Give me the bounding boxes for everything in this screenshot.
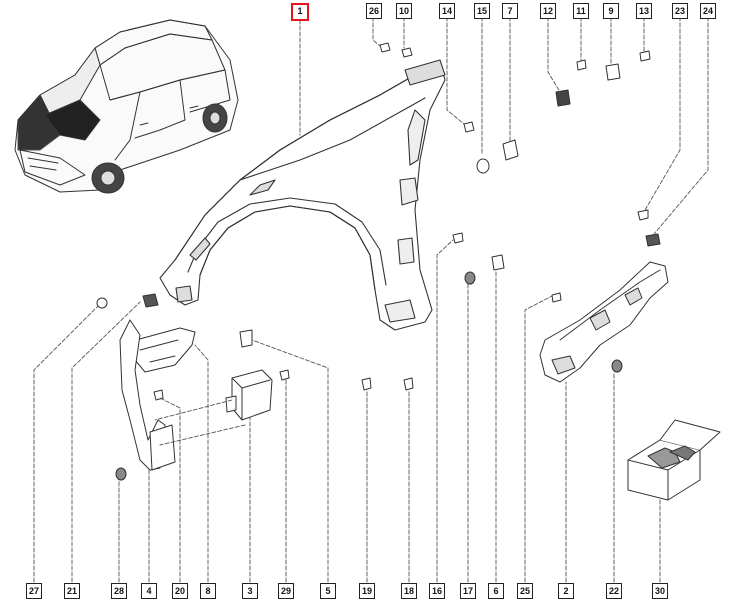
callout-17[interactable]: 17 [460,583,476,599]
callout-5[interactable]: 5 [320,583,336,599]
callout-24[interactable]: 24 [700,3,716,19]
front-brackets-illustration [119,319,273,471]
fastener-clips [96,42,661,481]
callout-30[interactable]: 30 [652,583,668,599]
callout-11[interactable]: 11 [573,3,589,19]
callout-21[interactable]: 21 [64,583,80,599]
callout-22[interactable]: 22 [606,583,622,599]
callout-14[interactable]: 14 [439,3,455,19]
callout-13[interactable]: 13 [636,3,652,19]
callout-10[interactable]: 10 [396,3,412,19]
front-fender-illustration [159,59,446,331]
callout-16[interactable]: 16 [429,583,445,599]
callout-23[interactable]: 23 [672,3,688,19]
callout-2[interactable]: 2 [558,583,574,599]
callout-26[interactable]: 26 [366,3,382,19]
callout-29[interactable]: 29 [278,583,294,599]
rear-bracket-illustration [539,261,669,383]
callout-27[interactable]: 27 [26,583,42,599]
callout-1[interactable]: 1 [291,3,309,21]
fastener-kit-box-illustration [627,419,721,501]
car-thumbnail-illustration [14,19,239,194]
callout-9[interactable]: 9 [603,3,619,19]
callout-3[interactable]: 3 [242,583,258,599]
callout-28[interactable]: 28 [111,583,127,599]
callout-18[interactable]: 18 [401,583,417,599]
callout-7[interactable]: 7 [502,3,518,19]
callout-19[interactable]: 19 [359,583,375,599]
callout-12[interactable]: 12 [540,3,556,19]
callout-15[interactable]: 15 [474,3,490,19]
callout-25[interactable]: 25 [517,583,533,599]
callout-20[interactable]: 20 [172,583,188,599]
callout-8[interactable]: 8 [200,583,216,599]
callout-6[interactable]: 6 [488,583,504,599]
callout-4[interactable]: 4 [141,583,157,599]
leader-lines [33,16,709,583]
